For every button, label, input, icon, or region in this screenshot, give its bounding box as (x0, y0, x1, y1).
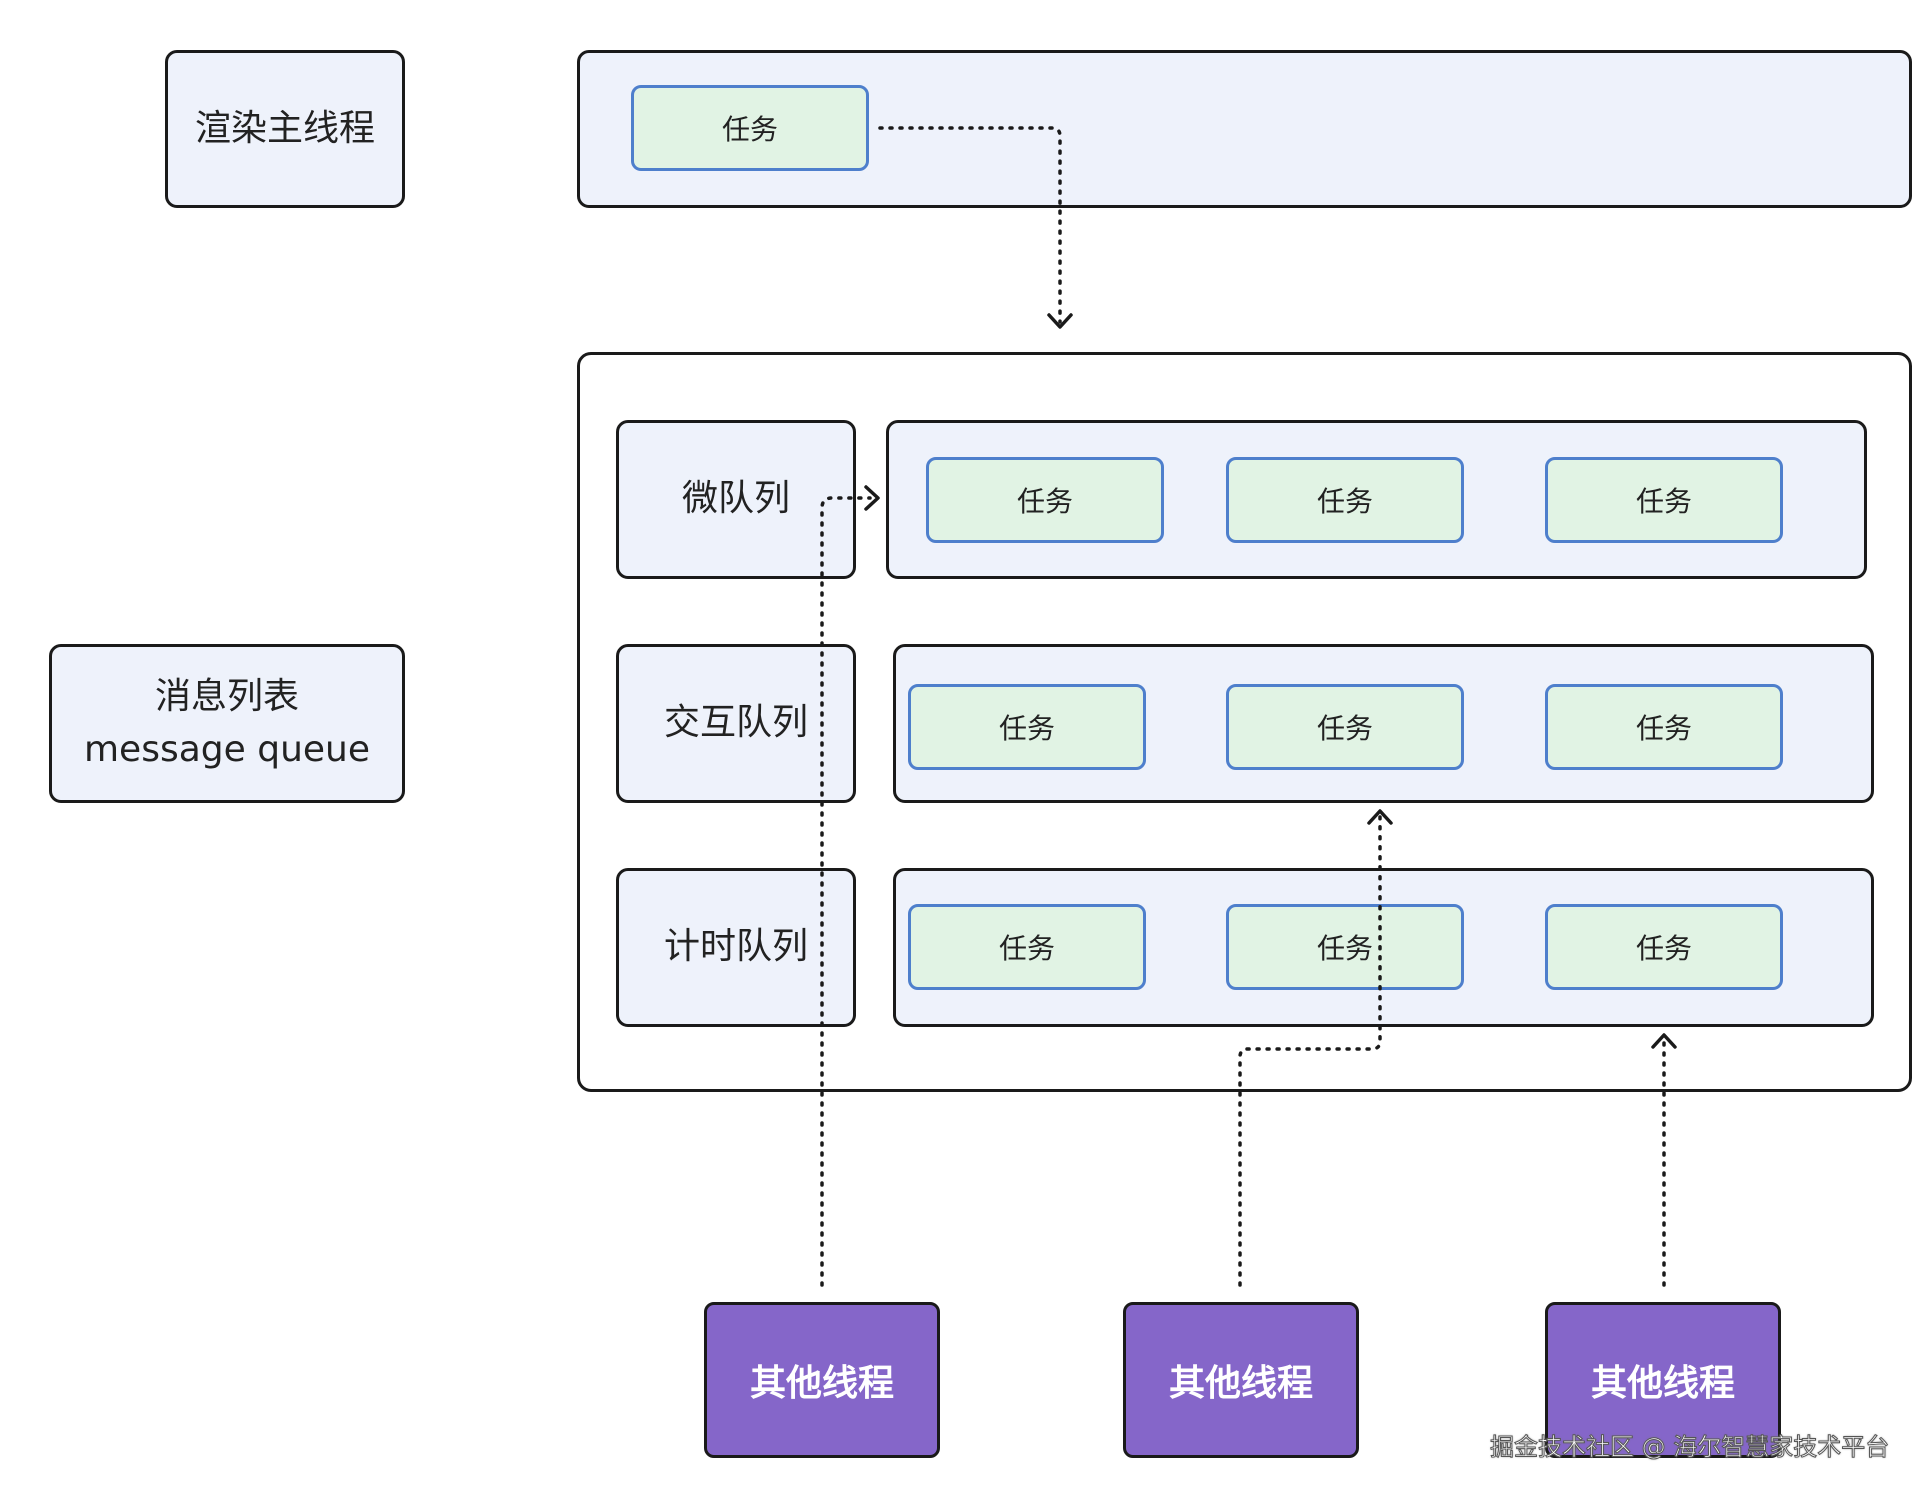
interaction-queue-task-3: 任务 (1545, 684, 1783, 770)
task-label: 任务 (1635, 932, 1692, 965)
other-thread-2-label: 其他线程 (1168, 1363, 1313, 1404)
task-label: 任务 (1635, 712, 1692, 745)
other-thread-3: 其他线程 (1545, 1302, 1781, 1458)
watermark: 掘金技术社区 @ 海尔智慧家技术平台 (1489, 1433, 1890, 1462)
task-label: 任务 (998, 932, 1055, 965)
micro-queue-text: 微队列 (681, 478, 790, 520)
message-queue-label-zh: 消息列表 (154, 676, 299, 718)
interaction-queue-text: 交互队列 (663, 702, 808, 744)
timer-queue-task-3: 任务 (1545, 904, 1783, 990)
task-label: 任务 (998, 712, 1055, 745)
timer-queue-text: 计时队列 (663, 926, 808, 968)
other-thread-1-label: 其他线程 (749, 1363, 894, 1404)
other-thread-2: 其他线程 (1123, 1302, 1359, 1458)
main-thread-task-label: 任务 (721, 113, 778, 146)
task-label: 任务 (1316, 712, 1373, 745)
interaction-queue-label: 交互队列 (616, 644, 856, 803)
timer-queue-label: 计时队列 (616, 868, 856, 1027)
task-label: 任务 (1016, 485, 1073, 518)
micro-queue-task-3: 任务 (1545, 457, 1783, 543)
other-thread-1: 其他线程 (704, 1302, 940, 1458)
other-thread-3-label: 其他线程 (1590, 1363, 1735, 1404)
micro-queue-task-2: 任务 (1226, 457, 1464, 543)
arrowhead-down (1047, 313, 1073, 329)
timer-queue-task-2: 任务 (1226, 904, 1464, 990)
render-main-thread-text: 渲染主线程 (194, 107, 375, 149)
micro-queue-label: 微队列 (616, 420, 856, 579)
timer-queue-task-1: 任务 (908, 904, 1146, 990)
micro-queue-task-1: 任务 (926, 457, 1164, 543)
message-queue-label-en: message queue (83, 728, 370, 770)
task-label: 任务 (1316, 932, 1373, 965)
task-label: 任务 (1316, 485, 1373, 518)
render-main-thread-label: 渲染主线程 (165, 50, 405, 208)
interaction-queue-task-1: 任务 (908, 684, 1146, 770)
message-queue-label: 消息列表 message queue (49, 644, 405, 803)
main-thread-task: 任务 (631, 85, 869, 171)
interaction-queue-task-2: 任务 (1226, 684, 1464, 770)
task-label: 任务 (1635, 485, 1692, 518)
